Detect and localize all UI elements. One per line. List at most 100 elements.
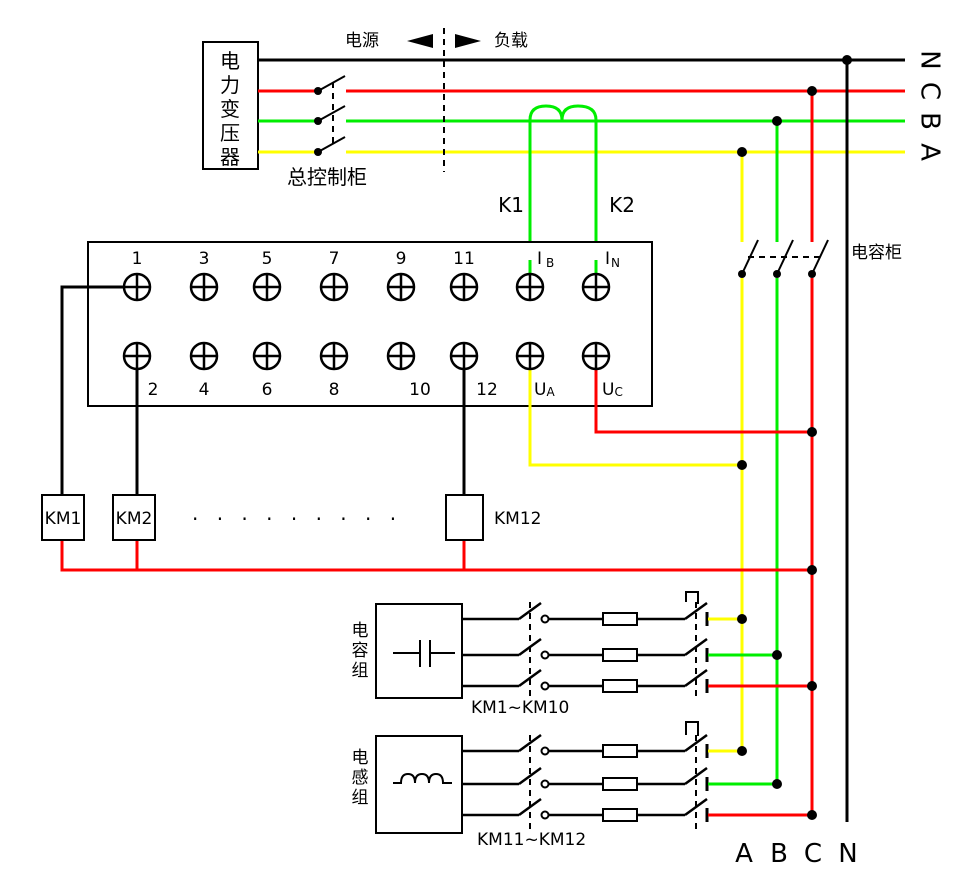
inductor-group: 电 感 组 KM11~KM12 — [352, 735, 586, 850]
terminal-2 — [122, 341, 152, 371]
svg-text:组: 组 — [352, 788, 369, 808]
fuse-icon — [602, 808, 638, 822]
cap-contactors-label: KM1~KM10 — [471, 698, 569, 718]
contactor-km2: KM2 — [112, 494, 156, 541]
terminals-bottom-row — [122, 341, 611, 371]
terminal-label-ua: UA — [534, 380, 555, 400]
load-label: 负载 — [494, 31, 528, 51]
current-transformer: K1 K2 — [498, 104, 635, 270]
transformer-char-1: 电 — [220, 49, 240, 73]
terminal-11 — [449, 272, 479, 302]
svg-text:电: 电 — [352, 748, 369, 768]
svg-text:容: 容 — [352, 641, 369, 661]
terminal-ua — [515, 341, 545, 371]
terminal-label-2: 2 — [148, 380, 159, 400]
terminal-label-12: 12 — [476, 380, 498, 400]
terminal-uc — [581, 341, 611, 371]
terminal-6 — [252, 341, 282, 371]
terminal-label-11: 11 — [453, 249, 475, 269]
transformer-char-2: 力 — [220, 73, 240, 97]
terminal-3 — [189, 272, 219, 302]
bus-bottom-n: N — [838, 839, 857, 869]
svg-text:KM2: KM2 — [116, 509, 153, 529]
terminal-label-8: 8 — [329, 380, 340, 400]
terminal-label-9: 9 — [396, 249, 407, 269]
contactor-km1: KM1 — [41, 494, 85, 541]
bus-labels-bottom: A B C N — [735, 839, 858, 869]
terminal-4 — [189, 341, 219, 371]
ind-contactors-label: KM11~KM12 — [477, 830, 586, 850]
terminal-label-1: 1 — [132, 249, 143, 269]
bus-bottom-b: B — [770, 839, 788, 869]
capacitor-group: 电 容 组 KM1~KM10 — [352, 603, 569, 718]
fuse-icon — [602, 612, 638, 626]
terminal-5 — [252, 272, 282, 302]
terminal-label-6: 6 — [262, 380, 273, 400]
contactor-km12: KM12 — [445, 494, 541, 541]
bus-label-b: B — [915, 112, 945, 130]
inductor-branch-3 — [462, 797, 817, 822]
terminal-ib — [515, 272, 545, 302]
inductor-branch-1 — [462, 733, 747, 758]
main-buses — [258, 58, 905, 154]
terminal-8 — [319, 341, 349, 371]
arrow-left-icon — [407, 34, 433, 48]
controller-terminal-block — [87, 241, 653, 407]
source-load-divider: 电源 负载 — [345, 28, 528, 172]
capacitor-branch-3 — [462, 668, 817, 693]
transformer-char-3: 变 — [220, 97, 240, 121]
capacitor-branch-2 — [462, 637, 782, 662]
bus-label-a: A — [915, 143, 945, 161]
coil-wires — [60, 285, 817, 575]
bus-label-c: C — [915, 82, 945, 100]
terminal-label-in: IN — [605, 249, 620, 270]
svg-text:KM1: KM1 — [45, 509, 82, 529]
ct-k2-label: K2 — [609, 193, 635, 217]
terminal-label-5: 5 — [262, 249, 273, 269]
inductor-symbol-icon — [393, 772, 452, 784]
svg-text:电: 电 — [352, 621, 369, 641]
inductor-branch-2 — [462, 766, 782, 791]
fuse-icon — [602, 744, 638, 758]
svg-text:感: 感 — [352, 768, 369, 788]
main-cabinet-label: 总控制柜 — [287, 165, 367, 189]
terminal-9 — [386, 272, 416, 302]
capacitor-branch-1 — [462, 601, 747, 626]
arrow-right-icon — [455, 34, 481, 48]
terminal-12 — [449, 341, 479, 371]
capacitor-cabinet-label: 电容柜 — [851, 243, 902, 263]
terminal-label-uc: UC — [602, 380, 623, 400]
fuse-icon — [602, 648, 638, 662]
terminal-7 — [319, 272, 349, 302]
svg-text:组: 组 — [352, 661, 369, 681]
bus-bottom-c: C — [804, 839, 822, 869]
terminal-labels-bottom: 2 4 6 8 10 12 UA UC — [148, 380, 623, 400]
bus-label-n: N — [915, 50, 945, 69]
capacitor-cabinet-breaker: 电容柜 — [734, 232, 902, 278]
power-transformer: 电 力 变 压 器 — [202, 41, 259, 170]
svg-text:KM12: KM12 — [494, 509, 541, 529]
source-label: 电源 — [345, 31, 379, 51]
terminal-label-10: 10 — [409, 380, 431, 400]
terminal-label-3: 3 — [199, 249, 210, 269]
transformer-char-4: 压 — [220, 121, 240, 145]
voltage-sampling-wires — [528, 356, 817, 470]
contactor-ellipsis: · · · · · · · · · — [192, 507, 402, 531]
main-breaker: 总控制柜 — [258, 75, 367, 189]
phase-risers — [737, 55, 852, 822]
bus-labels-right: N C B A — [915, 50, 945, 161]
ct-k1-label: K1 — [498, 193, 524, 217]
branch-circuits — [462, 591, 817, 830]
transformer-char-5: 器 — [220, 145, 240, 169]
terminal-in — [581, 272, 611, 302]
terminals-top-row — [122, 272, 611, 302]
fuse-icon — [602, 679, 638, 693]
terminal-10 — [386, 341, 416, 371]
terminal-label-7: 7 — [329, 249, 340, 269]
fuse-icon — [602, 777, 638, 791]
capacitor-symbol-icon — [393, 640, 455, 667]
terminal-1 — [122, 272, 152, 302]
